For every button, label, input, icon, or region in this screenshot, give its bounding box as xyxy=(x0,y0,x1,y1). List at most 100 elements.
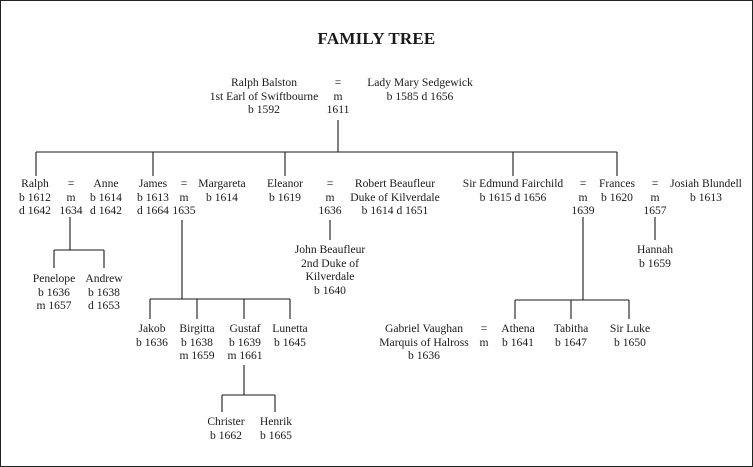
person-marriage: m 1657 xyxy=(36,299,72,312)
person-name: Tabitha xyxy=(553,322,589,335)
person-birth: b 1636 xyxy=(136,335,168,349)
person-birth: b 1636 xyxy=(38,285,70,299)
person-birth: b 1613 xyxy=(690,190,722,204)
person-name: Penelope xyxy=(32,272,76,285)
marriage-label: m xyxy=(66,190,76,204)
person-birth: b 1650 xyxy=(614,335,646,349)
marriage-year: 1639 xyxy=(571,204,595,217)
person-name: Andrew xyxy=(85,272,123,285)
person-birth: b 1645 xyxy=(274,335,306,349)
person-death: d 1653 xyxy=(88,299,120,312)
person-death: d 1664 xyxy=(137,204,169,217)
marriage-label: m xyxy=(333,89,343,103)
person-dates: b 1592 xyxy=(248,103,280,116)
person-title: Duke of Kilverdale xyxy=(350,190,440,204)
person-name: Gustaf xyxy=(229,322,261,335)
person-name: Anne xyxy=(93,177,119,190)
person-name: Henrik xyxy=(259,415,293,428)
person-birth: b 1636 xyxy=(408,349,440,362)
person-john-beaufleur: John Beaufleur 2nd Duke of Kilverdale b … xyxy=(295,243,366,297)
marriage-sign: = xyxy=(480,322,488,335)
person-eleanor: Eleanor b 1619 xyxy=(267,177,303,204)
person-gustaf: Gustaf b 1639 m 1661 xyxy=(227,322,262,363)
person-ralph: Ralph b 1612 d 1642 xyxy=(19,177,51,218)
person-name: Lunetta xyxy=(272,322,308,335)
person-birth: b 1619 xyxy=(269,190,301,204)
person-title: Kilverdale xyxy=(305,270,355,283)
person-name: Jakob xyxy=(138,322,166,335)
person-name: Ralph xyxy=(21,177,49,190)
marriage-year: 1634 xyxy=(59,204,83,217)
marriage-year: 1635 xyxy=(172,204,196,217)
person-tabitha: Tabitha b 1647 xyxy=(554,322,589,349)
person-name: Birgitta xyxy=(179,322,215,335)
person-name: James xyxy=(138,177,168,190)
person-name: Margareta xyxy=(198,177,246,190)
person-name: Lady Mary Sedgewick xyxy=(367,76,473,89)
person-henrik: Henrik b 1665 xyxy=(260,415,292,442)
marriage-ralph-anne: = m 1634 xyxy=(59,177,82,218)
person-name: Frances xyxy=(598,177,636,190)
page-title: FAMILY TREE xyxy=(317,29,436,48)
person-death: d 1642 xyxy=(19,204,51,217)
marriage-label: m xyxy=(650,190,660,204)
person-name: Gabriel Vaughan xyxy=(384,322,464,335)
person-birth: b 1665 xyxy=(260,428,292,442)
person-name: Eleanor xyxy=(266,177,304,190)
person-athena: Athena b 1641 xyxy=(501,322,534,349)
person-name: Christer xyxy=(207,415,245,428)
person-ralph-balston: Ralph Balston 1st Earl of Swiftbourne b … xyxy=(210,76,319,117)
person-marriage: m 1661 xyxy=(227,349,263,362)
marriage-year: 1611 xyxy=(326,103,350,116)
marriage-year: 1636 xyxy=(318,204,342,217)
person-birth: b 1640 xyxy=(314,283,346,297)
marriage-sign: = xyxy=(326,177,334,190)
person-name: Sir Edmund Fairchild xyxy=(462,177,564,190)
person-birgitta: Birgitta b 1638 m 1659 xyxy=(179,322,214,363)
person-name: Sir Luke xyxy=(609,322,651,335)
person-anne: Anne b 1614 d 1642 xyxy=(90,177,122,218)
person-marriage: m 1659 xyxy=(179,349,215,362)
person-dates: b 1615 d 1656 xyxy=(479,190,547,204)
person-gabriel-vaughan: Gabriel Vaughan Marquis of Halross b 163… xyxy=(379,322,469,363)
person-birth: b 1639 xyxy=(229,335,261,349)
person-sir-edmund-fairchild: Sir Edmund Fairchild b 1615 d 1656 xyxy=(463,177,563,204)
person-birth: b 1638 xyxy=(88,285,120,299)
person-james: James b 1613 d 1664 xyxy=(137,177,169,218)
marriage-label: m xyxy=(179,190,189,204)
marriage-label: m xyxy=(578,190,588,204)
person-robert-beaufleur: Robert Beaufleur Duke of Kilverdale b 16… xyxy=(350,177,440,218)
person-josiah-blundell: Josiah Blundell b 1613 xyxy=(670,177,742,204)
marriage-label: m xyxy=(479,335,489,349)
marriage-ralph-balston-lady-mary: = m 1611 xyxy=(327,76,350,117)
person-title: Marquis of Halross xyxy=(379,335,469,349)
person-lady-mary-sedgewick: Lady Mary Sedgewick b 1585 d 1656 xyxy=(367,76,473,103)
person-birth: b 1659 xyxy=(639,256,671,270)
person-name: Josiah Blundell xyxy=(670,177,742,190)
marriage-james-margareta: = m 1635 xyxy=(172,177,195,218)
person-birth: b 1614 xyxy=(206,190,238,204)
person-name: John Beaufleur xyxy=(294,243,366,256)
person-birth: b 1613 xyxy=(137,190,169,204)
person-name: Ralph Balston xyxy=(230,76,298,89)
marriage-sign: = xyxy=(651,177,659,190)
person-lunetta: Lunetta b 1645 xyxy=(272,322,307,349)
person-birth: b 1647 xyxy=(555,335,587,349)
person-hannah: Hannah b 1659 xyxy=(637,243,673,270)
person-dates: b 1614 d 1651 xyxy=(361,204,429,217)
marriage-sign: = xyxy=(67,177,75,190)
person-christer: Christer b 1662 xyxy=(207,415,244,442)
person-name: Athena xyxy=(501,322,535,335)
person-title: 1st Earl of Swiftbourne xyxy=(209,89,319,103)
marriage-sign: = xyxy=(579,177,587,190)
person-birth: b 1614 xyxy=(90,190,122,204)
person-dates: b 1585 d 1656 xyxy=(386,89,454,103)
marriage-gabriel-athena: = m xyxy=(479,322,488,349)
person-birth: b 1620 xyxy=(601,190,633,204)
person-birth: b 1641 xyxy=(502,335,534,349)
marriage-sign: = xyxy=(180,177,188,190)
person-margareta: Margareta b 1614 xyxy=(198,177,245,204)
marriage-year: 1657 xyxy=(643,204,667,217)
